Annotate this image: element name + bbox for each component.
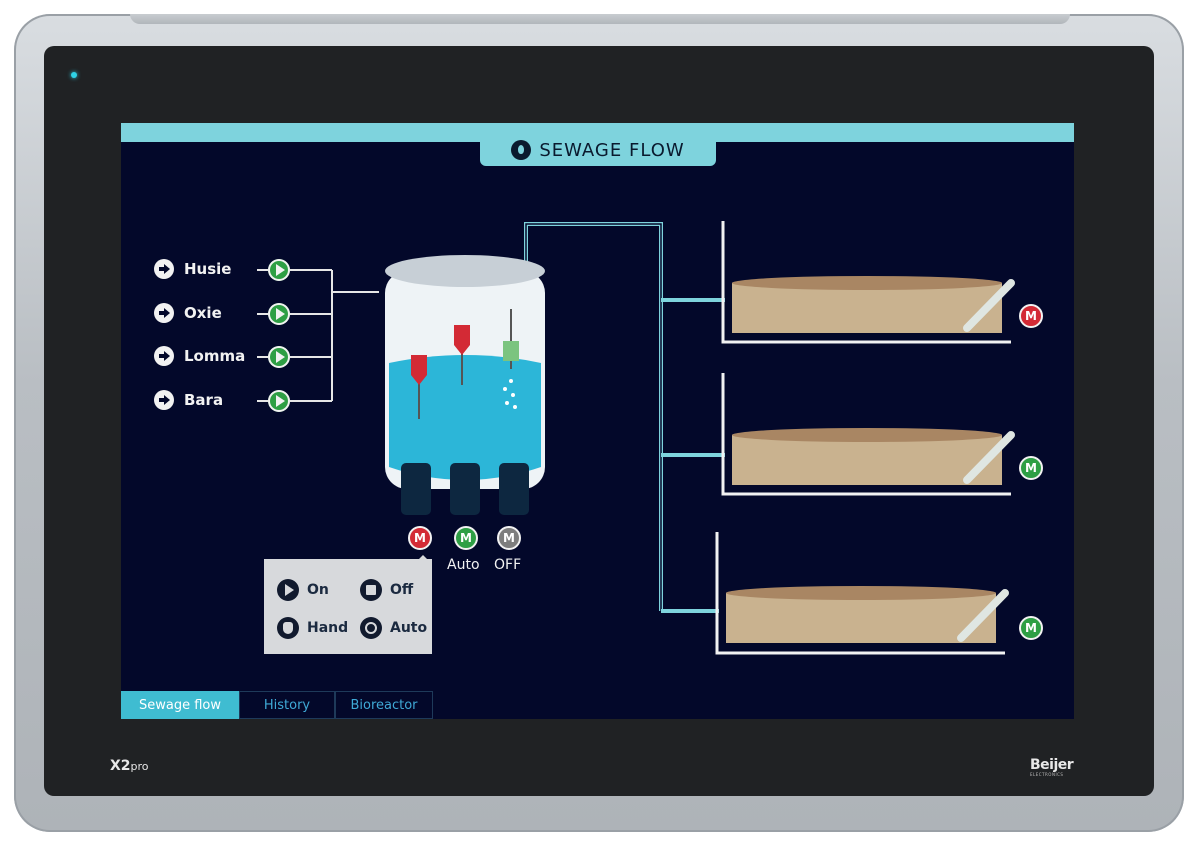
header-bar bbox=[121, 123, 1074, 142]
model-logo: X2pro bbox=[110, 758, 149, 774]
arrow-right-icon bbox=[154, 390, 174, 410]
source-lomma[interactable]: Lomma bbox=[154, 345, 245, 367]
source-label: Lomma bbox=[184, 347, 246, 365]
play-icon-lomma[interactable] bbox=[268, 346, 290, 368]
maker-logo-sub: ELECTRONICS bbox=[1030, 772, 1064, 777]
pump-3 bbox=[499, 463, 529, 515]
basin-2 bbox=[721, 373, 1015, 496]
power-led-icon bbox=[71, 72, 77, 78]
control-popup-pointer bbox=[415, 555, 431, 563]
reactor-tank bbox=[385, 255, 545, 515]
arrow-right-icon bbox=[154, 346, 174, 366]
outflow-pipe bbox=[524, 222, 725, 613]
tab-history[interactable]: History bbox=[239, 691, 335, 719]
basin-1 bbox=[721, 221, 1015, 344]
basin-3 bbox=[715, 532, 1009, 655]
arrow-right-icon bbox=[154, 303, 174, 323]
play-icon-oxie[interactable] bbox=[268, 303, 290, 325]
motor-control-popup: On Off Hand Auto bbox=[264, 564, 432, 654]
source-label: Husie bbox=[184, 260, 232, 278]
hand-button[interactable]: Hand bbox=[277, 617, 348, 639]
motor-button-off[interactable]: M bbox=[497, 526, 521, 550]
probe-green bbox=[503, 341, 519, 361]
probe-red-1 bbox=[411, 355, 427, 385]
off-label: Off bbox=[390, 582, 414, 598]
motor-mode-label-auto: Auto bbox=[447, 557, 480, 573]
auto-cycle-icon bbox=[360, 617, 382, 639]
basin-2-motor-button[interactable]: M bbox=[1019, 456, 1043, 480]
play-icon-husie[interactable] bbox=[268, 259, 290, 281]
hand-label: Hand bbox=[307, 620, 349, 636]
auto-button[interactable]: Auto bbox=[360, 617, 427, 639]
source-bara[interactable]: Bara bbox=[154, 389, 223, 411]
maker-logo: Beijer bbox=[1030, 757, 1074, 773]
motor-button-auto[interactable]: M bbox=[454, 526, 478, 550]
basin-1-motor-button[interactable]: M bbox=[1019, 304, 1043, 328]
water-drop-icon bbox=[511, 140, 532, 160]
page-title: SEWAGE FLOW bbox=[480, 134, 716, 166]
bottom-tab-bar: Sewage flow History Bioreactor bbox=[121, 691, 433, 719]
arrow-right-icon bbox=[154, 259, 174, 279]
pump-2 bbox=[450, 463, 480, 515]
play-icon-bara[interactable] bbox=[268, 390, 290, 412]
off-button[interactable]: Off bbox=[360, 579, 413, 601]
pump-1 bbox=[401, 463, 431, 515]
auto-label: Auto bbox=[390, 620, 428, 636]
hand-icon bbox=[277, 617, 299, 639]
source-husie[interactable]: Husie bbox=[154, 258, 231, 280]
stop-icon bbox=[360, 579, 382, 601]
bubbles bbox=[503, 379, 517, 409]
tab-sewage-flow[interactable]: Sewage flow bbox=[121, 691, 239, 719]
on-button[interactable]: On bbox=[277, 579, 329, 601]
source-manifold bbox=[257, 269, 379, 402]
page-title-text: SEWAGE FLOW bbox=[539, 139, 685, 161]
motor-button-alarm[interactable]: M bbox=[408, 526, 432, 550]
bezel-top-lip bbox=[130, 14, 1070, 24]
tab-bioreactor[interactable]: Bioreactor bbox=[335, 691, 433, 719]
process-diagram bbox=[257, 221, 1015, 655]
source-oxie[interactable]: Oxie bbox=[154, 302, 222, 324]
basin-3-motor-button[interactable]: M bbox=[1019, 616, 1043, 640]
source-label: Oxie bbox=[184, 304, 222, 322]
play-icon bbox=[277, 579, 299, 601]
source-label: Bara bbox=[184, 391, 224, 409]
on-label: On bbox=[307, 582, 329, 598]
control-popup-tab bbox=[264, 559, 432, 567]
probe-red-2 bbox=[454, 325, 470, 355]
hmi-screen: SEWAGE FLOW bbox=[121, 123, 1074, 719]
motor-mode-label-off: OFF bbox=[494, 557, 522, 573]
